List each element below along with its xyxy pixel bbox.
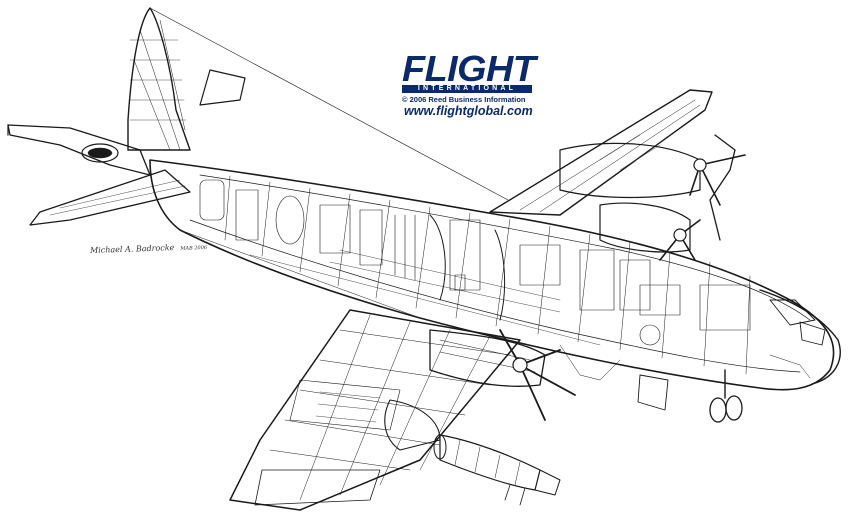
fuselage xyxy=(149,159,841,391)
near-wing xyxy=(229,309,521,511)
far-engines xyxy=(559,134,746,261)
cabin-interior xyxy=(199,179,751,346)
vertical-tail-fin xyxy=(127,7,509,201)
fuselage-details xyxy=(179,229,811,381)
website-url: www.flightglobal.com xyxy=(404,104,533,118)
logo-subline: INTERNATIONAL xyxy=(402,85,532,93)
near-engine xyxy=(384,329,576,451)
tail-mad-boom xyxy=(7,124,151,176)
signature-note: MAB 2006 xyxy=(180,244,208,252)
detached-engine xyxy=(433,434,561,506)
horizontal-stabilizer xyxy=(29,69,246,226)
logo-wordmark: FLIGHT xyxy=(402,48,536,89)
far-wing xyxy=(489,89,713,216)
copyright-notice: © 2006 Reed Business Information xyxy=(402,95,526,104)
flight-international-logo: FLIGHT INTERNATIONAL © 2006 Reed Busines… xyxy=(402,51,536,104)
landing-gear xyxy=(637,369,743,423)
